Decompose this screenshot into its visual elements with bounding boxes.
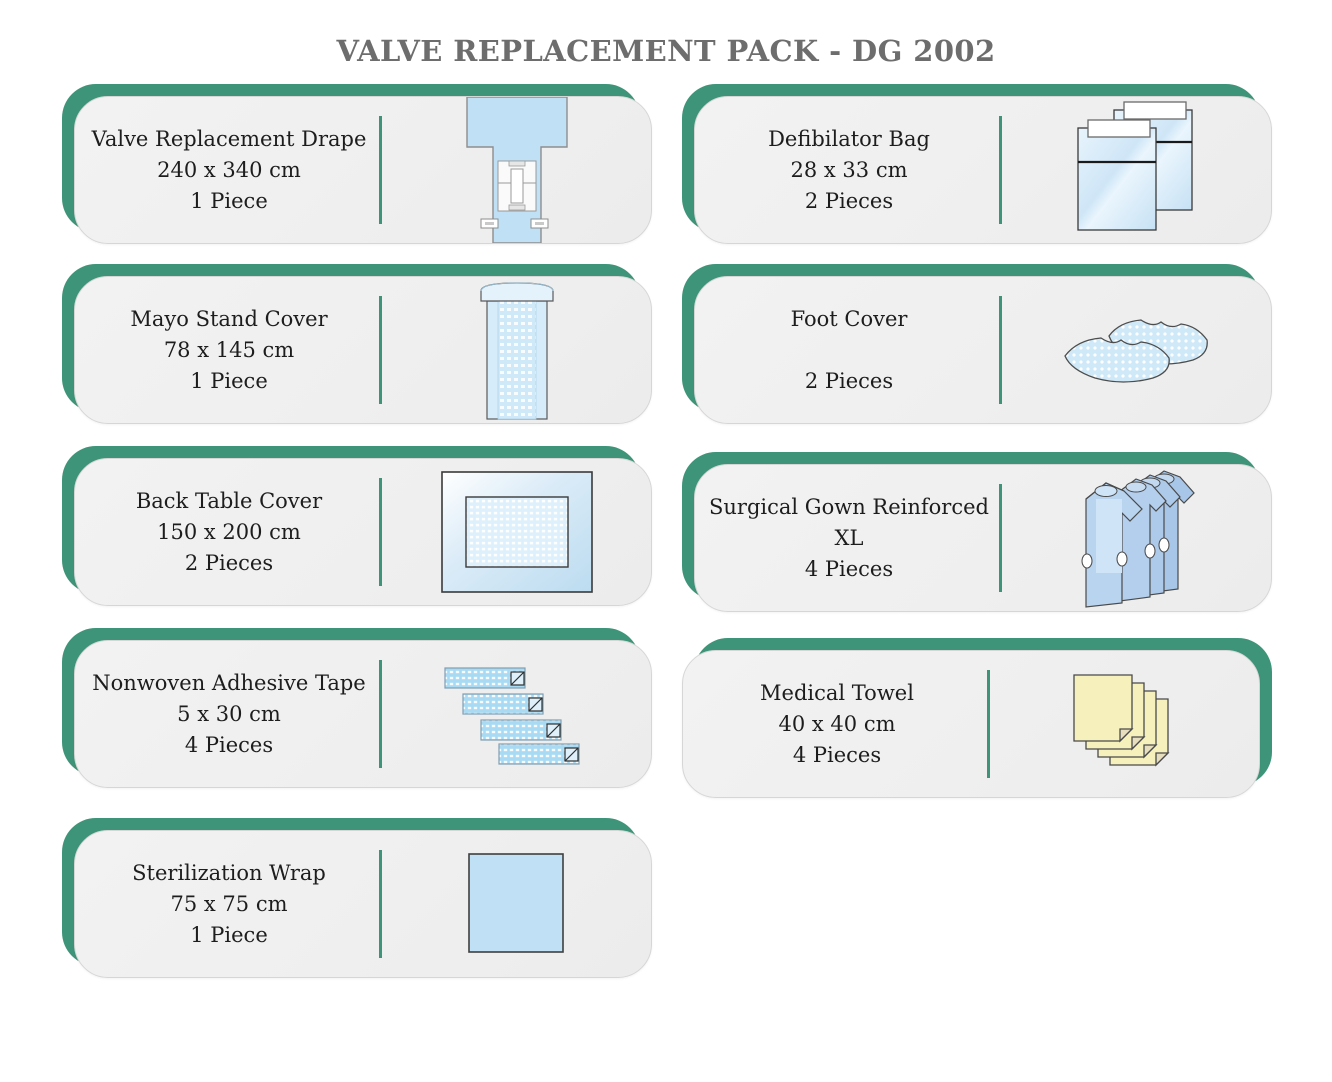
item-size: 28 x 33 cm: [790, 157, 908, 182]
item-size: 75 x 75 cm: [170, 891, 288, 916]
sterilization-wrap-illustration: [382, 831, 651, 977]
card-divider: [379, 660, 382, 768]
card-divider: [379, 116, 382, 224]
card-text-block: Back Table Cover 150 x 200 cm 2 Pieces: [75, 486, 375, 579]
card-face: Sterilization Wrap 75 x 75 cm 1 Piece: [74, 830, 652, 978]
card-face: Surgical Gown Reinforced XL 4 Pieces: [694, 464, 1272, 612]
item-size: 150 x 200 cm: [157, 519, 301, 544]
surgical-gown-illustration: [1002, 465, 1271, 611]
item-name: Defibilator Bag: [768, 126, 930, 151]
item-size: XL: [834, 525, 864, 550]
valve-replacement-drape-illustration: [382, 97, 651, 243]
item-name: Valve Replacement Drape: [91, 126, 367, 151]
item-quantity: 1 Piece: [190, 188, 268, 213]
card-text-block: Medical Towel 40 x 40 cm 4 Pieces: [683, 678, 983, 771]
card-face: Back Table Cover 150 x 200 cm 2 Pieces: [74, 458, 652, 606]
medical-towel-illustration: [990, 651, 1259, 797]
card-text-block: Valve Replacement Drape 240 x 340 cm 1 P…: [75, 124, 375, 217]
item-quantity: 2 Pieces: [804, 188, 894, 213]
item-name: Foot Cover: [790, 306, 908, 331]
product-card-sterilization-wrap[interactable]: Sterilization Wrap 75 x 75 cm 1 Piece: [62, 818, 652, 978]
item-name: Surgical Gown Reinforced: [709, 494, 989, 519]
item-size: 240 x 340 cm: [157, 157, 301, 182]
card-face: Foot Cover 2 Pieces: [694, 276, 1272, 424]
card-text-block: Mayo Stand Cover 78 x 145 cm 1 Piece: [75, 304, 375, 397]
item-size: 40 x 40 cm: [778, 711, 896, 736]
card-text-block: Sterilization Wrap 75 x 75 cm 1 Piece: [75, 858, 375, 951]
page-title: VALVE REPLACEMENT PACK - DG 2002: [336, 34, 996, 68]
back-table-cover-illustration: [382, 459, 651, 605]
product-card-defibilator-bag[interactable]: Defibilator Bag 28 x 33 cm 2 Pieces: [682, 84, 1272, 244]
product-card-medical-towel[interactable]: Medical Towel 40 x 40 cm 4 Pieces: [682, 638, 1272, 798]
card-text-block: Foot Cover 2 Pieces: [695, 304, 995, 397]
defibrillator-bag-illustration: [1002, 97, 1271, 243]
card-divider: [999, 296, 1002, 404]
card-face: Nonwoven Adhesive Tape 5 x 30 cm 4 Piece…: [74, 640, 652, 788]
item-name: Mayo Stand Cover: [130, 306, 328, 331]
card-divider: [379, 850, 382, 958]
item-quantity: 4 Pieces: [184, 732, 274, 757]
card-divider: [379, 478, 382, 586]
item-quantity: 2 Pieces: [184, 550, 274, 575]
item-quantity: 1 Piece: [190, 368, 268, 393]
item-size: [703, 335, 995, 366]
product-card-nonwoven-adhesive-tape[interactable]: Nonwoven Adhesive Tape 5 x 30 cm 4 Piece…: [62, 628, 652, 788]
card-text-block: Surgical Gown Reinforced XL 4 Pieces: [695, 492, 995, 585]
item-name: Back Table Cover: [135, 488, 323, 513]
card-divider: [999, 116, 1002, 224]
card-face: Valve Replacement Drape 240 x 340 cm 1 P…: [74, 96, 652, 244]
card-text-block: Nonwoven Adhesive Tape 5 x 30 cm 4 Piece…: [75, 668, 375, 761]
card-divider: [379, 296, 382, 404]
product-card-mayo-stand-cover[interactable]: Mayo Stand Cover 78 x 145 cm 1 Piece: [62, 264, 652, 424]
item-name: Nonwoven Adhesive Tape: [92, 670, 366, 695]
foot-cover-illustration: [1002, 277, 1271, 423]
card-divider: [999, 484, 1002, 592]
adhesive-tape-illustration: [382, 641, 651, 787]
item-size: 78 x 145 cm: [163, 337, 295, 362]
card-face: Medical Towel 40 x 40 cm 4 Pieces: [682, 650, 1260, 798]
item-size: 5 x 30 cm: [177, 701, 281, 726]
product-card-back-table-cover[interactable]: Back Table Cover 150 x 200 cm 2 Pieces: [62, 446, 652, 606]
item-quantity: 4 Pieces: [792, 742, 882, 767]
item-quantity: 2 Pieces: [804, 368, 894, 393]
item-quantity: 1 Piece: [190, 922, 268, 947]
card-divider: [987, 670, 990, 778]
product-card-valve-replacement-drape[interactable]: Valve Replacement Drape 240 x 340 cm 1 P…: [62, 84, 652, 244]
product-card-surgical-gown-reinforced[interactable]: Surgical Gown Reinforced XL 4 Pieces: [682, 452, 1272, 612]
item-name: Sterilization Wrap: [132, 860, 326, 885]
product-card-board: Valve Replacement Drape 240 x 340 cm 1 P…: [0, 78, 1332, 1078]
mayo-stand-cover-illustration: [382, 277, 651, 423]
card-face: Mayo Stand Cover 78 x 145 cm 1 Piece: [74, 276, 652, 424]
card-text-block: Defibilator Bag 28 x 33 cm 2 Pieces: [695, 124, 995, 217]
product-card-foot-cover[interactable]: Foot Cover 2 Pieces: [682, 264, 1272, 424]
item-quantity: 4 Pieces: [804, 556, 894, 581]
item-name: Medical Towel: [760, 680, 914, 705]
card-face: Defibilator Bag 28 x 33 cm 2 Pieces: [694, 96, 1272, 244]
